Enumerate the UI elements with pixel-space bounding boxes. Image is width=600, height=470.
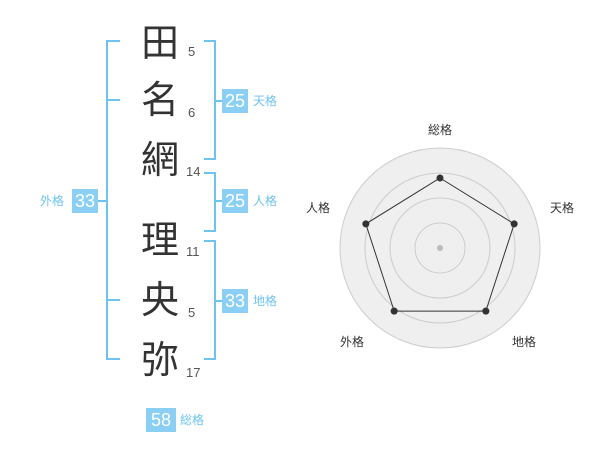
jinkaku-label: 人格 <box>253 194 278 208</box>
stroke-count-5: 5 <box>188 305 196 320</box>
name-char-2: 名 <box>140 78 179 122</box>
radar-label-top: 総格 <box>428 122 452 137</box>
radar-point-bottom-left <box>390 307 398 315</box>
name-char-4: 理 <box>140 218 179 262</box>
radar-ring-1 <box>414 222 466 274</box>
name-char-6: 弥 <box>140 338 179 382</box>
name-char-1: 田 <box>140 21 179 65</box>
stroke-count-3: 14 <box>186 164 201 179</box>
radar-ring-2 <box>389 197 491 299</box>
radar-ring-3 <box>364 172 516 324</box>
chikaku-label: 地格 <box>253 294 278 308</box>
tenkaku-label: 天格 <box>253 94 278 108</box>
chikaku-value-badge: 33 <box>222 289 248 313</box>
jinkaku-value-badge: 25 <box>222 189 248 213</box>
name-char-3: 網 <box>140 138 179 182</box>
stroke-count-1: 5 <box>188 44 196 59</box>
radar-point-right <box>510 220 518 228</box>
radar-label-right: 天格 <box>550 200 574 215</box>
stroke-count-6: 17 <box>186 365 201 380</box>
stroke-count-2: 6 <box>188 105 196 120</box>
radar-polygon <box>365 177 515 312</box>
radar-point-top <box>436 174 444 182</box>
name-char-5: 央 <box>140 278 179 322</box>
radar-label-left: 人格 <box>306 200 330 215</box>
stroke-count-4: 11 <box>186 244 200 259</box>
gaikaku-label: 外格 <box>40 194 65 208</box>
soukaku-value-badge: 58 <box>146 408 176 432</box>
soukaku-label: 総格 <box>180 413 205 427</box>
radar-point-bottom-right <box>482 307 490 315</box>
radar-points <box>362 174 518 315</box>
radar-label-bottom-right: 地格 <box>512 334 536 349</box>
tenkaku-value-badge: 25 <box>222 89 248 113</box>
radar-label-bottom-left: 外格 <box>340 334 364 349</box>
gaikaku-value-badge: 33 <box>72 189 98 213</box>
radar-point-left <box>362 220 370 228</box>
radar-center-dot <box>437 245 443 251</box>
